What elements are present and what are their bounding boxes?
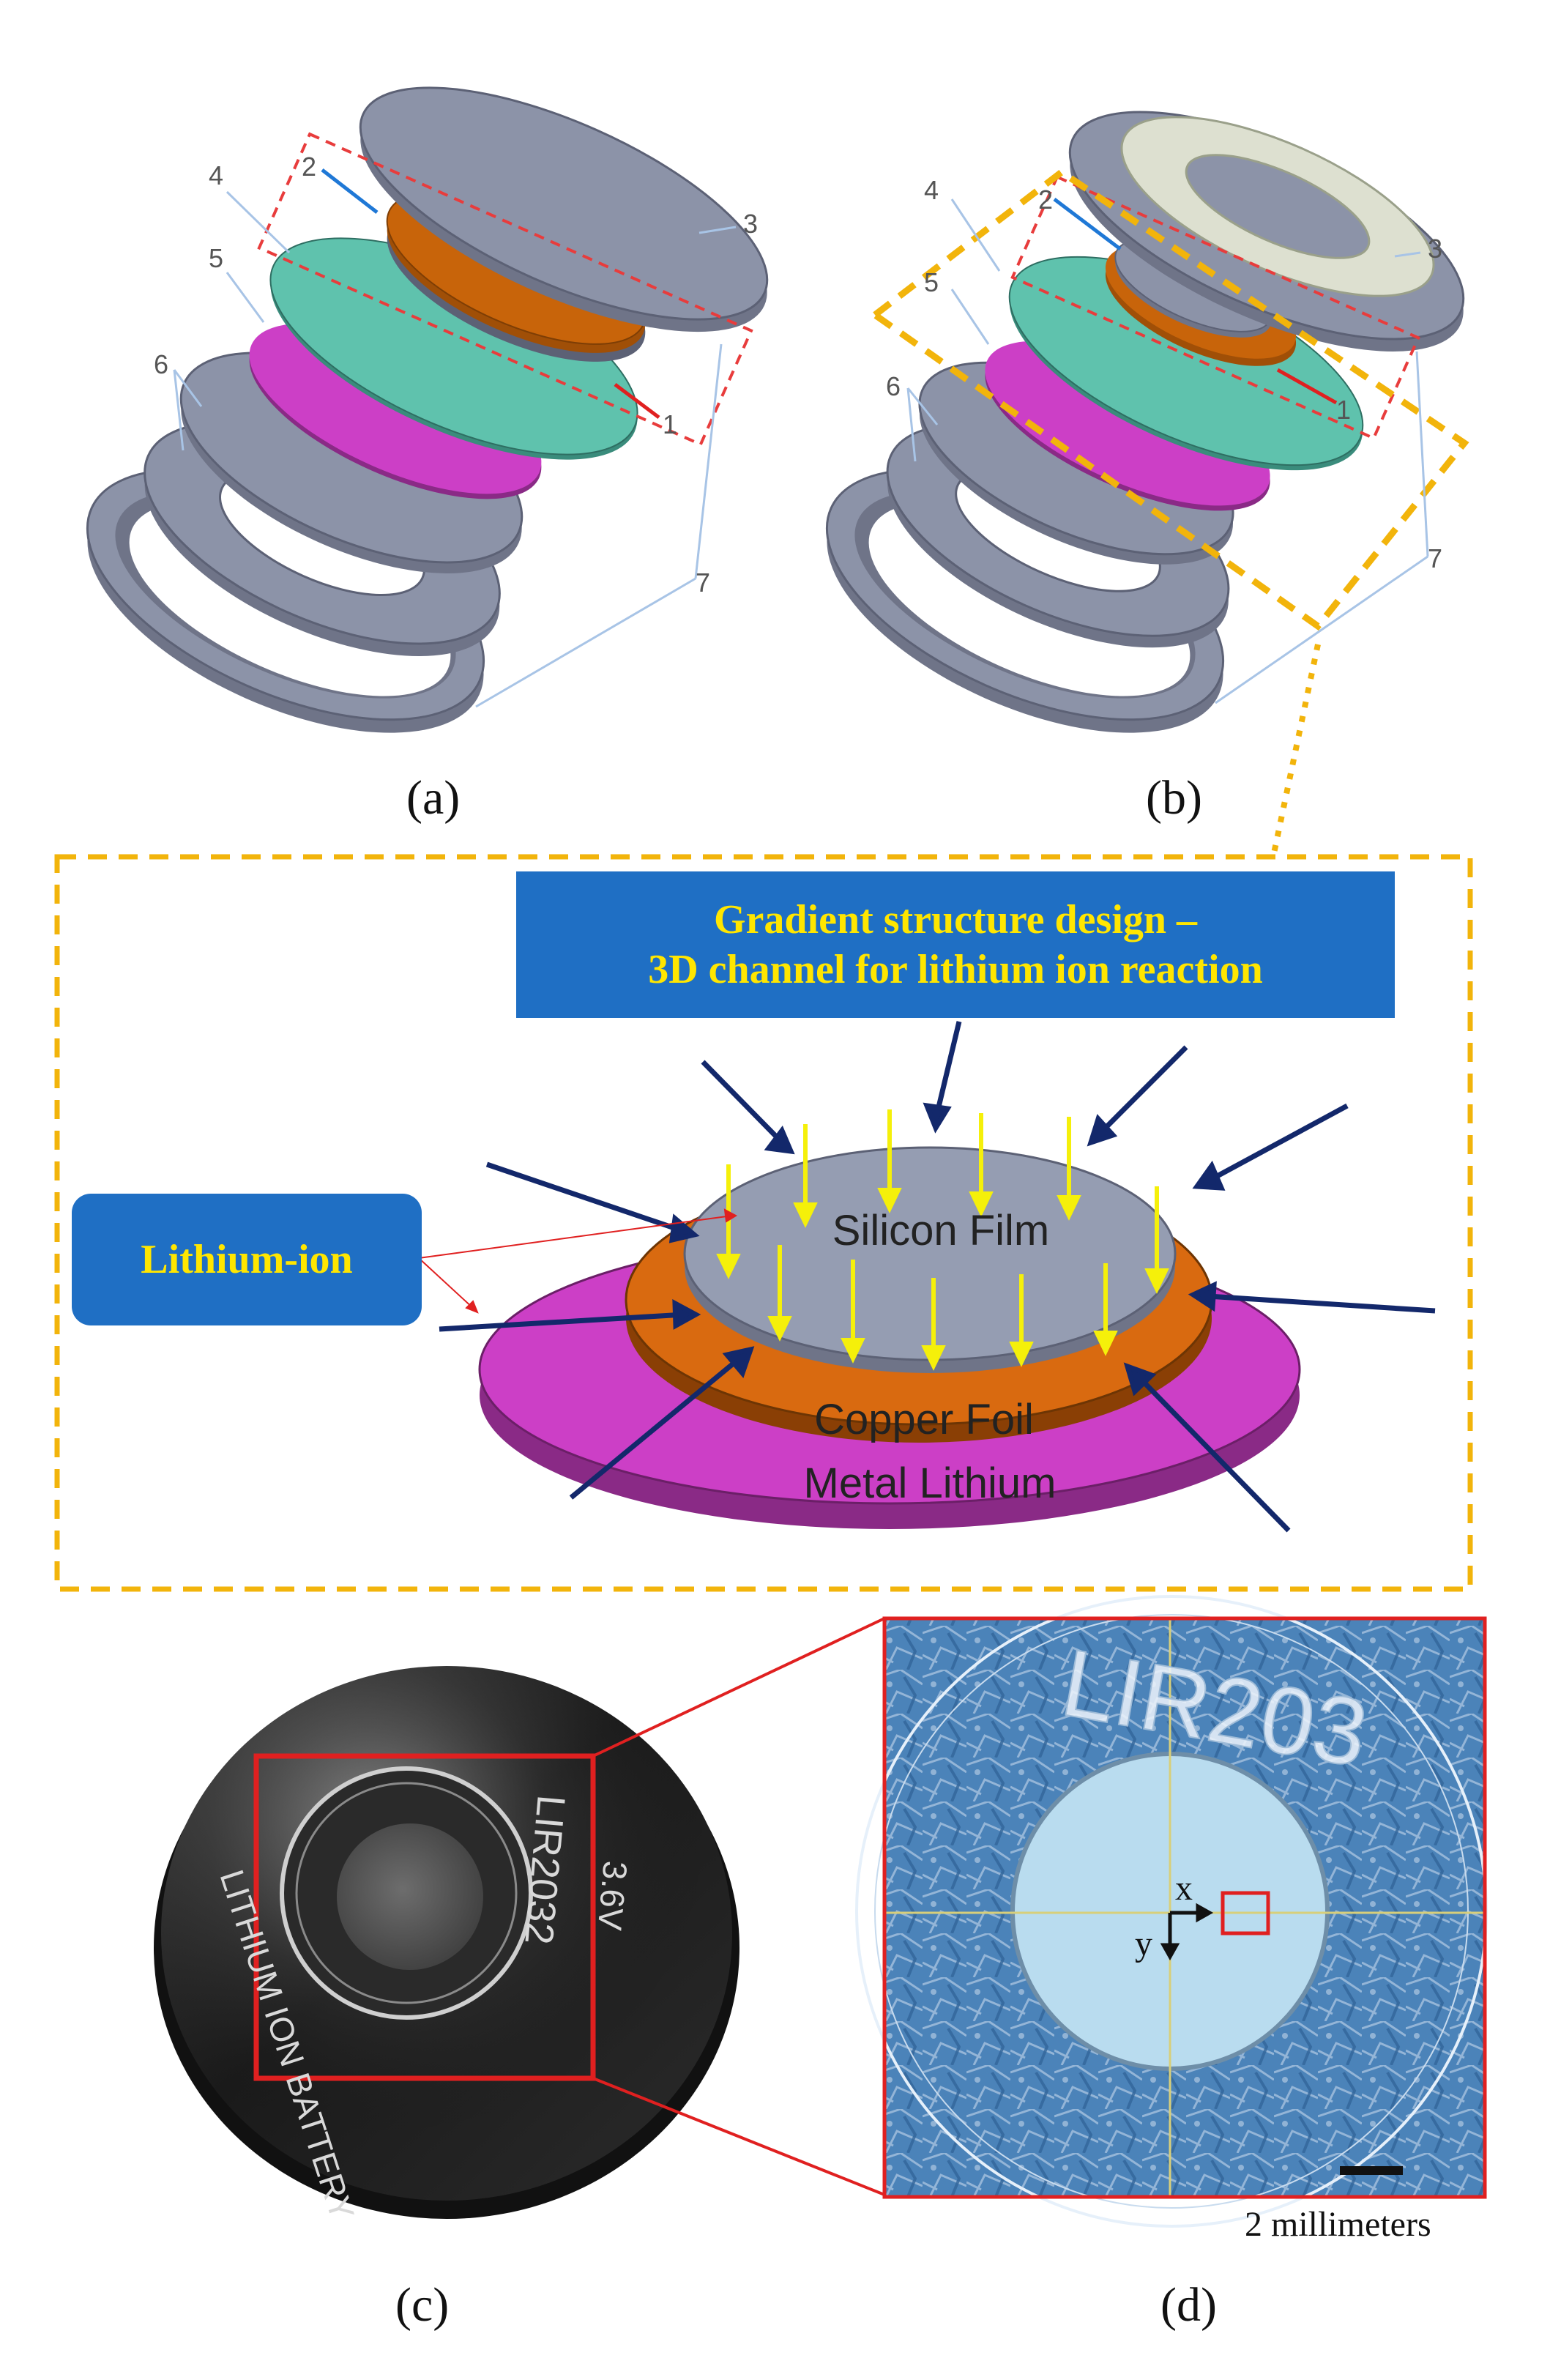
panel-b-callout-7: 7	[1428, 543, 1442, 573]
inset-title-line-2: 3D channel for lithium ion reaction	[648, 947, 1263, 992]
panel-b-callout-1: 1	[1336, 395, 1351, 425]
panel-b-callout-2: 2	[1038, 185, 1053, 215]
ion-pointer-lines	[418, 1208, 738, 1314]
panel-a-callout-1: 1	[663, 409, 677, 439]
scale-bar	[1340, 2166, 1403, 2175]
panel-c-coin-photo: LITHIUM ION BATTERY LIR2032 3.6V	[154, 1666, 739, 2225]
panel-a-callout-3: 3	[743, 209, 758, 239]
scale-bar-label: 2 millimeters	[1245, 2205, 1431, 2244]
panel-b-callout-3: 3	[1428, 234, 1442, 264]
panel-b-callout-6: 6	[886, 371, 901, 401]
navy-arrows	[439, 1021, 1436, 1533]
lithium-ion-callout: Lithium-ion	[72, 1194, 422, 1325]
coin-center-disc	[337, 1823, 483, 1970]
axis-y-label: y	[1135, 1925, 1152, 1963]
inset-connector	[1271, 644, 1321, 854]
zoom-line-bottom	[592, 2077, 885, 2196]
caption-b: (b)	[1146, 771, 1202, 825]
panel-a-callout-5: 5	[209, 243, 223, 273]
caption-c: (c)	[395, 2278, 450, 2332]
panel-d-micrograph: LIR203 x y	[855, 1595, 1488, 2228]
panel-a-callout-6: 6	[154, 349, 168, 379]
panel-b-magenta-layer	[985, 341, 1270, 506]
lithium-ion-label: Lithium-ion	[141, 1237, 353, 1282]
panel-a-red-dashed-box	[257, 132, 753, 447]
zoom-line-top	[592, 1617, 885, 1758]
coin-text-voltage: 3.6V	[591, 1859, 635, 1932]
yellow-arrows	[716, 1109, 1169, 1371]
panel-b-callout-5: 5	[924, 267, 939, 297]
caption-d: (d)	[1160, 2278, 1217, 2332]
panel-b-red-dashed-box	[1010, 175, 1420, 440]
panel-a-callout-7: 7	[696, 568, 710, 598]
micro-frame	[882, 1616, 1487, 2199]
micro-sample-box	[1221, 1891, 1270, 1935]
copper-foil-label: Copper Foil	[814, 1396, 1034, 1443]
caption-a: (a)	[406, 771, 461, 825]
inset-frame	[54, 854, 1473, 1592]
silicon-film-label: Silicon Film	[832, 1207, 1050, 1254]
panel-b-highlight-box	[869, 168, 1469, 631]
panel-a-callout-4: 4	[209, 160, 223, 190]
coin-red-frame	[253, 1753, 596, 2081]
inset-title-callout: Gradient structure design – 3D channel f…	[516, 871, 1395, 1018]
axis-x-label: x	[1175, 1869, 1193, 1908]
inset-title-line-1: Gradient structure design –	[713, 896, 1198, 942]
panel-a-exploded-view: 1 2 3 4 5 6 7	[86, 86, 769, 733]
panel-a-callout-2: 2	[302, 152, 316, 182]
panel-b-exploded-view: 1 2 3 4 5 6 7	[825, 111, 1469, 854]
panel-b-callout-4: 4	[924, 175, 939, 205]
metal-lithium-label: Metal Lithium	[804, 1459, 1057, 1507]
